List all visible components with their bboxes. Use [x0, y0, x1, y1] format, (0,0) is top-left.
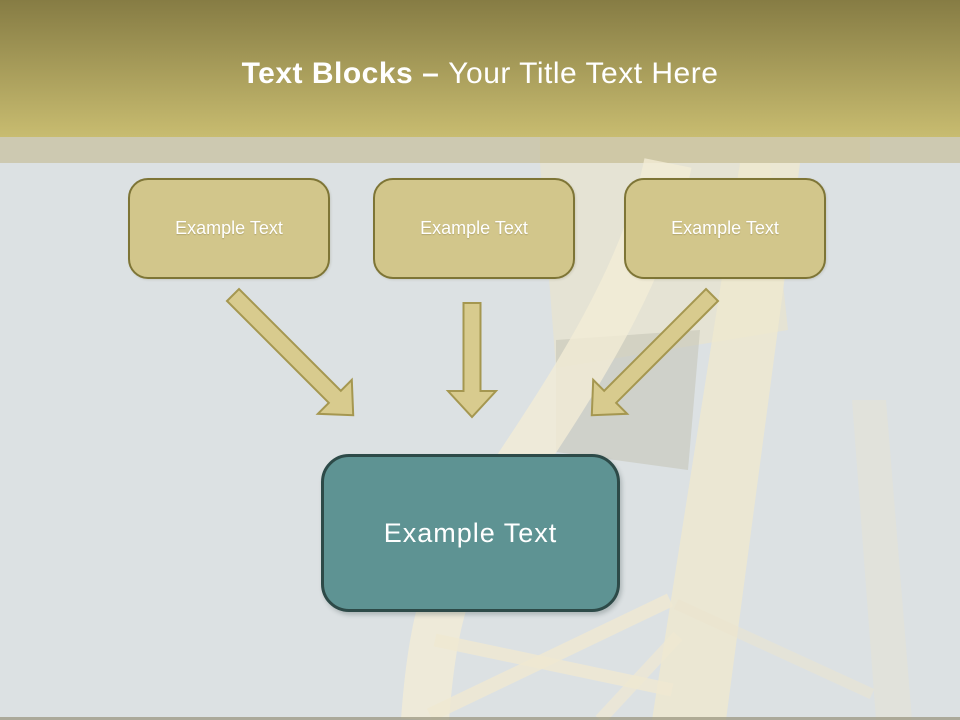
arrow-down-right-icon: [215, 277, 372, 434]
arrow-down-icon: [447, 302, 497, 418]
text-block-3-label: Example Text: [671, 218, 779, 238]
tower-structure: [401, 137, 912, 720]
text-block-1-label: Example Text: [175, 218, 283, 238]
bottom-edge-strip: [0, 717, 960, 720]
slide-title-bold: Text Blocks –: [241, 57, 440, 90]
text-block-1: Example Text: [128, 178, 330, 279]
result-block-label: Example Text: [383, 517, 558, 548]
text-block-2-label: Example Text: [420, 218, 528, 238]
result-block: Example Text: [321, 454, 620, 612]
text-block-2: Example Text: [373, 178, 575, 279]
slide-title: Text Blocks –Your Title Text Here: [0, 0, 960, 92]
header-band: Text Blocks –Your Title Text Here: [0, 0, 960, 137]
text-block-3: Example Text: [624, 178, 826, 279]
slide-title-regular: Your Title Text Here: [448, 57, 719, 90]
